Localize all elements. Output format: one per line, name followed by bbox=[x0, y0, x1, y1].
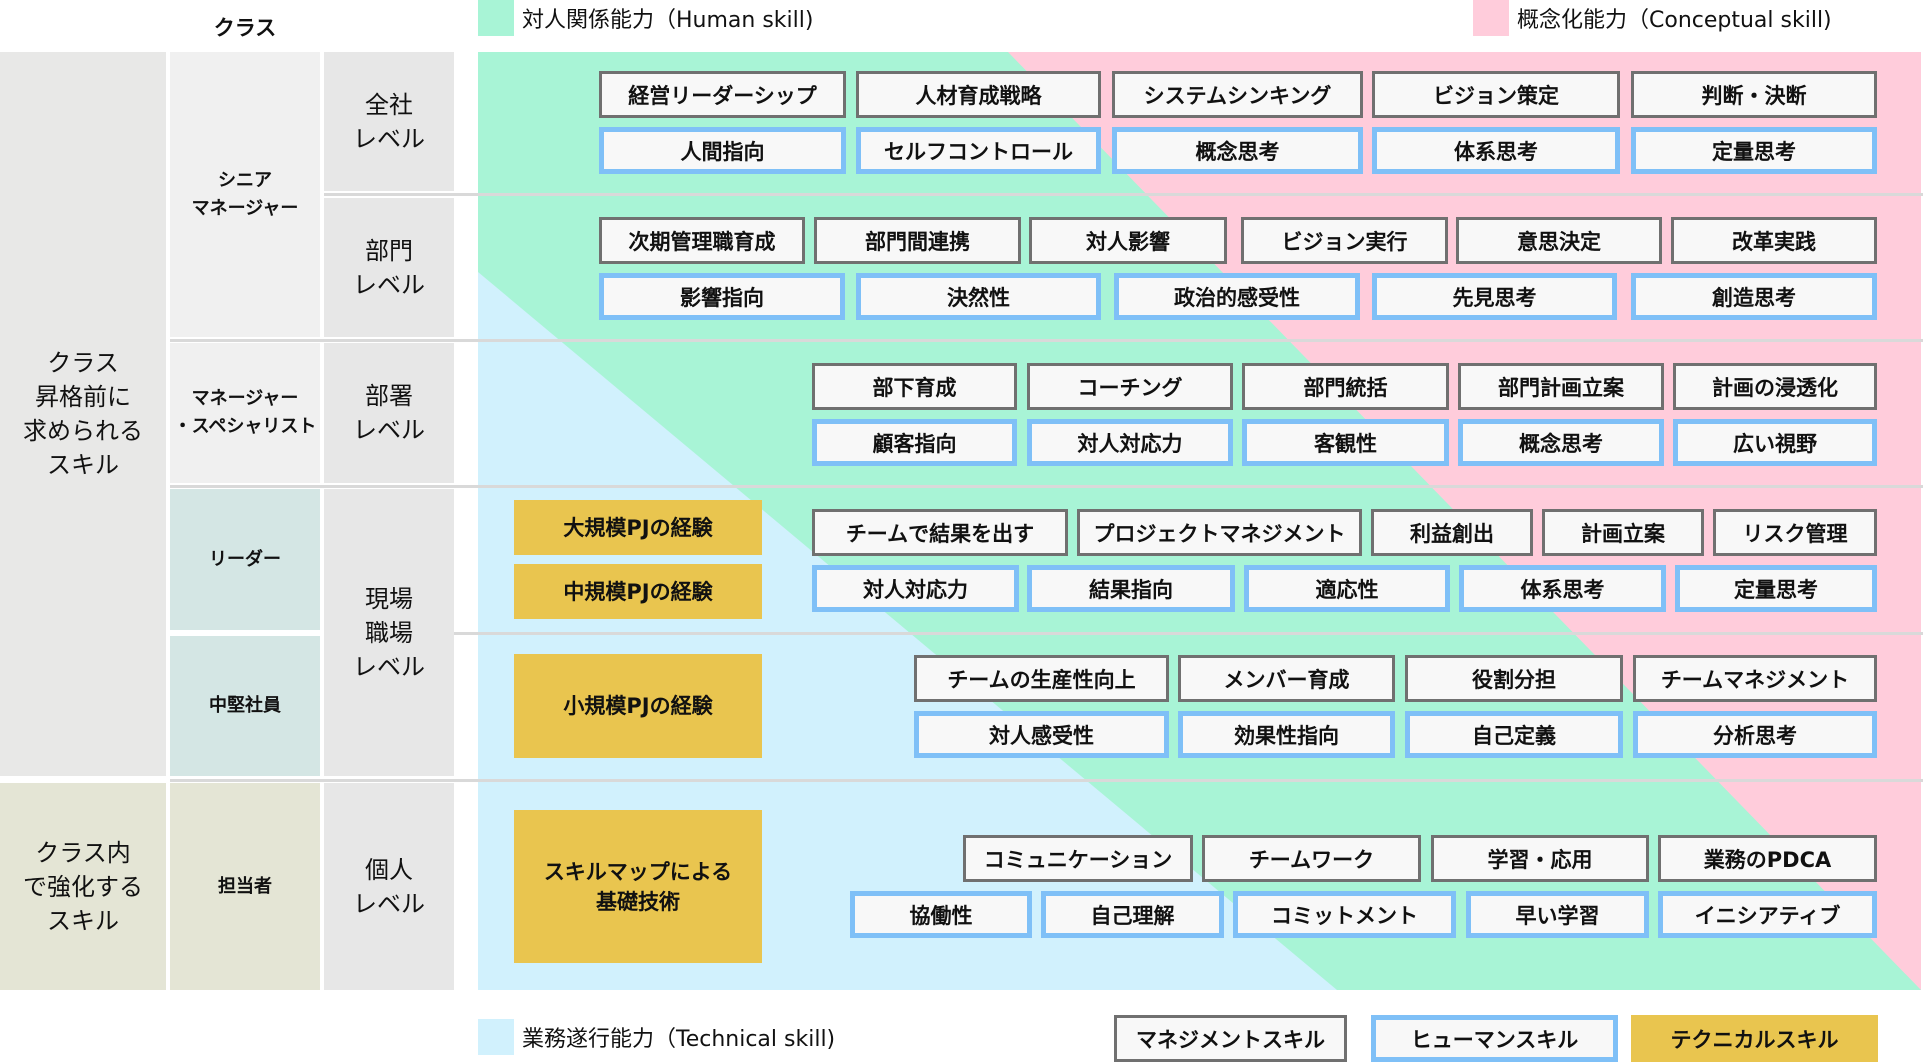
management-skill-box: 計画立案 bbox=[1542, 509, 1704, 556]
row-divider bbox=[170, 485, 1923, 488]
technical-skill-swatch bbox=[478, 1019, 514, 1055]
management-skill-box: 改革実践 bbox=[1671, 217, 1877, 264]
human-skill-box: 自己定義 bbox=[1405, 711, 1623, 758]
human-skill-box: 広い視野 bbox=[1673, 419, 1877, 466]
management-skill-box: 部門計画立案 bbox=[1458, 363, 1664, 410]
human-skill-box: 効果性指向 bbox=[1178, 711, 1395, 758]
management-skill-box: コミュニケーション bbox=[963, 835, 1193, 882]
human-skill-box: 概念思考 bbox=[1112, 127, 1363, 174]
class-manager-specialist: マネージャー ・スペシャリスト bbox=[170, 343, 320, 483]
row-divider bbox=[324, 193, 1923, 196]
management-skill-box: 対人影響 bbox=[1029, 217, 1227, 264]
legend-technical-skill: 業務遂行能力（Technical skill) bbox=[478, 1019, 835, 1055]
legend-conceptual-label: 概念化能力（Conceptual skill) bbox=[1517, 8, 1832, 33]
management-skill-box: ビジョン策定 bbox=[1372, 71, 1620, 118]
row-divider bbox=[454, 632, 1923, 635]
management-skill-box: 利益創出 bbox=[1371, 509, 1533, 556]
human-skill-box: 結果指向 bbox=[1027, 565, 1235, 612]
human-skill-box: 客観性 bbox=[1242, 419, 1449, 466]
class-leader: リーダー bbox=[170, 489, 320, 630]
class-column-header: クラス bbox=[213, 16, 277, 40]
technical-skill-basic: スキルマップによる 基礎技術 bbox=[514, 810, 762, 963]
human-skill-swatch bbox=[478, 0, 514, 36]
technical-skill-large-pj: 大規模PJの経験 bbox=[514, 500, 762, 555]
human-skill-box: 適応性 bbox=[1244, 565, 1450, 612]
management-skill-box: チームワーク bbox=[1202, 835, 1421, 882]
level-workplace: 現場 職場 レベル bbox=[324, 489, 454, 776]
legend-technical-skill-type: テクニカルスキル bbox=[1631, 1015, 1878, 1062]
level-company: 全社 レベル bbox=[324, 52, 454, 191]
management-skill-box: システムシンキング bbox=[1112, 71, 1363, 118]
human-skill-box: イニシアティブ bbox=[1658, 891, 1877, 938]
management-skill-box: 業務のPDCA bbox=[1658, 835, 1877, 882]
conceptual-skill-swatch bbox=[1473, 0, 1509, 36]
human-skill-box: 分析思考 bbox=[1633, 711, 1877, 758]
management-skill-box: 意思決定 bbox=[1456, 217, 1662, 264]
category-lower: クラス内 で強化する スキル bbox=[0, 783, 166, 990]
human-skill-box: 定量思考 bbox=[1631, 127, 1877, 174]
legend-human-skill-type: ヒューマンスキル bbox=[1371, 1015, 1618, 1062]
management-skill-box: 人材育成戦略 bbox=[856, 71, 1101, 118]
legend-technical-label: 業務遂行能力（Technical skill) bbox=[522, 1027, 836, 1052]
human-skill-box: 対人対応力 bbox=[1027, 419, 1233, 466]
human-skill-box: 協働性 bbox=[850, 891, 1032, 938]
legend-management-skill: マネジメントスキル bbox=[1114, 1015, 1347, 1062]
human-skill-box: 体系思考 bbox=[1372, 127, 1620, 174]
human-skill-box: 決然性 bbox=[856, 273, 1101, 320]
human-skill-box: 定量思考 bbox=[1675, 565, 1877, 612]
human-skill-box: 体系思考 bbox=[1459, 565, 1666, 612]
management-skill-box: リスク管理 bbox=[1713, 509, 1877, 556]
management-skill-box: 判断・決断 bbox=[1631, 71, 1877, 118]
technical-skill-small-pj: 小規模PJの経験 bbox=[514, 654, 762, 758]
row-divider bbox=[170, 339, 1923, 342]
management-skill-box: プロジェクトマネジメント bbox=[1077, 509, 1362, 556]
category-upper: クラス 昇格前に 求められる スキル bbox=[0, 52, 166, 776]
human-skill-box: 自己理解 bbox=[1041, 891, 1224, 938]
technical-skill-medium-pj: 中規模PJの経験 bbox=[514, 564, 762, 619]
management-skill-box: メンバー育成 bbox=[1178, 655, 1395, 702]
management-skill-box: チームで結果を出す bbox=[812, 509, 1068, 556]
human-skill-box: 創造思考 bbox=[1631, 273, 1877, 320]
management-skill-box: コーチング bbox=[1027, 363, 1233, 410]
human-skill-box: 顧客指向 bbox=[812, 419, 1017, 466]
management-skill-box: チームの生産性向上 bbox=[914, 655, 1169, 702]
human-skill-box: 政治的感受性 bbox=[1114, 273, 1360, 320]
management-skill-box: ビジョン実行 bbox=[1241, 217, 1448, 264]
class-staff: 担当者 bbox=[170, 783, 320, 990]
human-skill-box: 影響指向 bbox=[599, 273, 845, 320]
human-skill-box: セルフコントロール bbox=[856, 127, 1101, 174]
management-skill-box: 部門統括 bbox=[1242, 363, 1449, 410]
management-skill-box: チームマネジメント bbox=[1633, 655, 1877, 702]
management-skill-box: 部下育成 bbox=[812, 363, 1017, 410]
human-skill-box: コミットメント bbox=[1233, 891, 1456, 938]
management-skill-box: 役割分担 bbox=[1405, 655, 1623, 702]
class-senior-manager: シニア マネージャー bbox=[170, 52, 320, 337]
management-skill-box: 計画の浸透化 bbox=[1673, 363, 1877, 410]
level-department: 部署 レベル bbox=[324, 343, 454, 483]
management-skill-box: 経営リーダーシップ bbox=[599, 71, 846, 118]
human-skill-box: 先見思考 bbox=[1372, 273, 1617, 320]
row-divider bbox=[170, 779, 1923, 782]
management-skill-box: 学習・応用 bbox=[1431, 835, 1649, 882]
management-skill-box: 部門間連携 bbox=[814, 217, 1021, 264]
human-skill-box: 対人対応力 bbox=[812, 565, 1019, 612]
class-mid-level: 中堅社員 bbox=[170, 636, 320, 776]
management-skill-box: 次期管理職育成 bbox=[599, 217, 805, 264]
level-individual: 個人 レベル bbox=[324, 783, 454, 990]
human-skill-box: 概念思考 bbox=[1458, 419, 1664, 466]
level-division: 部門 レベル bbox=[324, 198, 454, 337]
human-skill-box: 人間指向 bbox=[599, 127, 846, 174]
human-skill-box: 対人感受性 bbox=[914, 711, 1169, 758]
legend-human-label: 対人関係能力（Human skill) bbox=[522, 8, 814, 33]
legend-conceptual-skill: 概念化能力（Conceptual skill) bbox=[1473, 0, 1832, 36]
human-skill-box: 早い学習 bbox=[1466, 891, 1649, 938]
legend-human-skill: 対人関係能力（Human skill) bbox=[478, 0, 813, 36]
